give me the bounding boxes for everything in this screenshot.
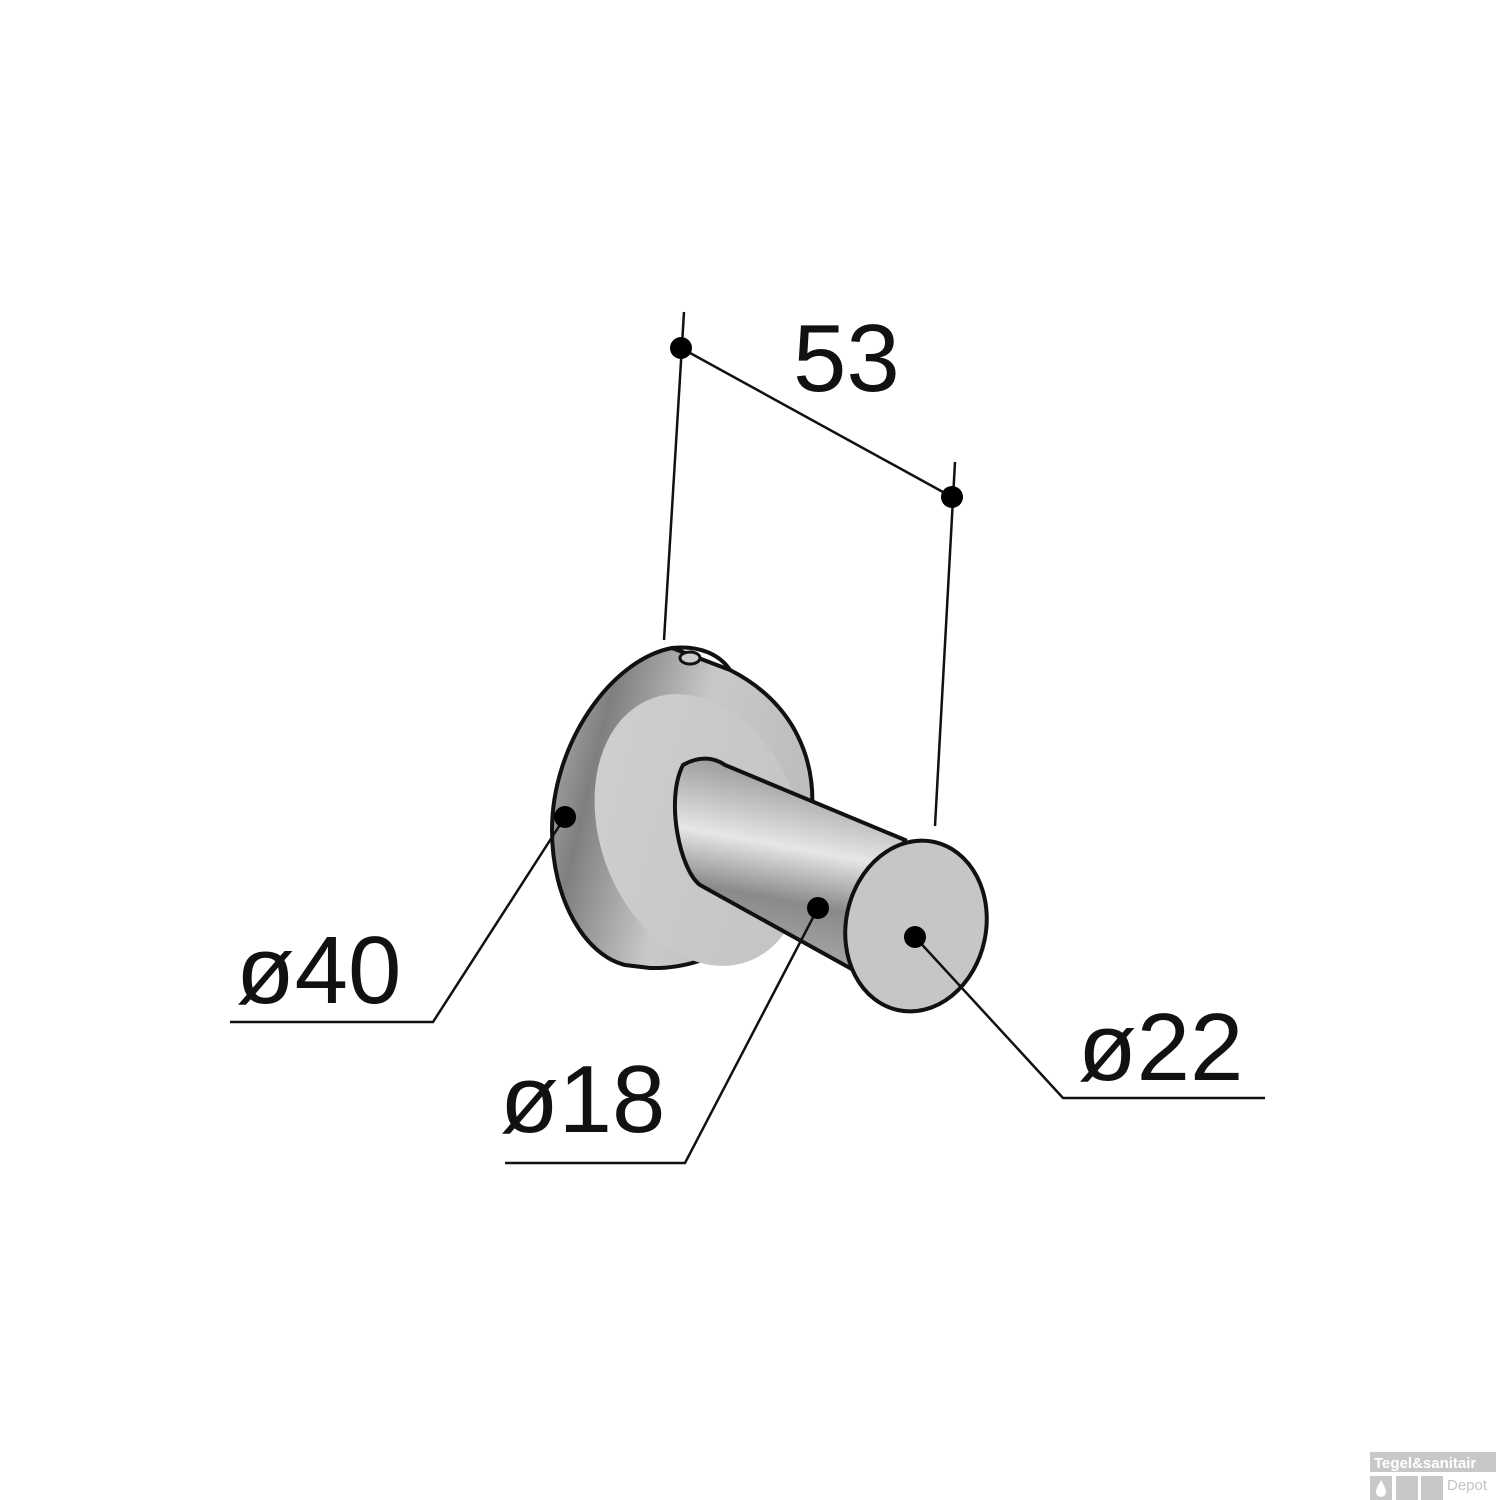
length-label: 53 [793,305,900,412]
logo-line2: Depot [1447,1477,1488,1494]
rosette-diameter-label: ø40 [236,917,401,1024]
logo-line1: Tegel&sanitair [1374,1455,1476,1472]
dimension-rod-diameter: ø18 [500,897,829,1165]
rod-diameter-label: ø18 [500,1046,665,1153]
end-cap [843,838,989,1014]
dimension-cap-diameter: ø22 [904,926,1265,1101]
water-drop-icon [1376,1480,1386,1497]
cap-diameter-label: ø22 [1078,994,1243,1101]
dimension-length: 53 [662,305,963,827]
set-screw-hole [678,650,702,666]
dimension-rosette-diameter: ø40 [230,806,576,1024]
rod [672,756,989,1014]
brand-logo: Tegel&sanitair Depot [1370,1452,1496,1500]
